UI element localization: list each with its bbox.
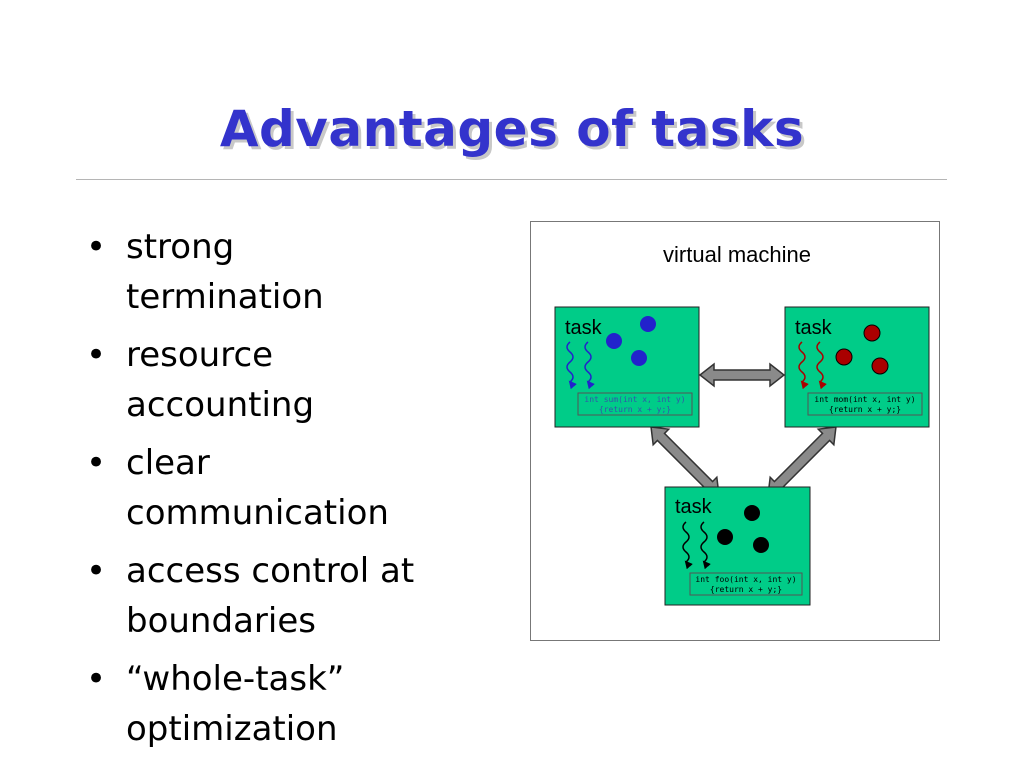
code-line: int sum(int x, int y) — [584, 395, 685, 404]
bullet-line: resource — [126, 335, 274, 375]
bullet-dot-icon: • — [86, 659, 107, 699]
bullet-line: “whole-task” — [126, 659, 345, 699]
code-line: int mom(int x, int y) — [814, 395, 915, 404]
data-dot — [863, 324, 881, 342]
bullet-line: clear — [126, 443, 210, 483]
thread-squiggle-icon — [700, 521, 711, 570]
data-dot — [835, 348, 853, 366]
bullet-line: access control at — [126, 551, 415, 591]
thread-squiggle-icon — [798, 341, 809, 390]
bullet-item: • access control at boundaries — [86, 546, 486, 646]
virtual-machine-label: virtual machine — [663, 242, 811, 267]
bullet-line: optimization — [126, 709, 338, 749]
thread-squiggle-icon — [682, 521, 693, 570]
task-label: task — [675, 496, 713, 518]
bullet-line: boundaries — [126, 601, 316, 641]
code-line: int foo(int x, int y) — [695, 575, 796, 584]
slide-title: Advantages of tasks — [219, 100, 805, 158]
data-dot — [871, 357, 889, 375]
code-box — [807, 392, 923, 416]
data-dot — [717, 529, 733, 545]
bullet-item: • “whole-task” optimization — [86, 654, 486, 754]
data-dot — [606, 333, 622, 349]
bullet-dot-icon: • — [86, 227, 107, 267]
task-label: task — [795, 317, 833, 339]
bullet-dot-icon: • — [86, 551, 107, 591]
thread-squiggle-icon — [566, 341, 577, 390]
double-arrow-icon — [698, 362, 786, 388]
bullet-dot-icon: • — [86, 443, 107, 483]
code-line: {return x + y;} — [710, 585, 782, 594]
title-divider — [76, 179, 947, 180]
thread-squiggle-icon — [584, 341, 595, 390]
code-box — [577, 392, 693, 416]
code-line: {return x + y;} — [829, 405, 901, 414]
bullet-line: communication — [126, 493, 389, 533]
bullet-line: accounting — [126, 385, 315, 425]
task-box-sum: task int sum(int x, int y) {return x + y… — [554, 306, 700, 428]
virtual-machine-diagram: virtual machine task int sum(int x, int … — [530, 221, 940, 641]
bullet-line: strong — [126, 227, 235, 267]
data-dot — [744, 505, 760, 521]
bullet-dot-icon: • — [86, 335, 107, 375]
data-dot — [640, 316, 656, 332]
code-box — [689, 572, 803, 596]
task-box-foo: task int foo(int x, int y) {return x + y… — [664, 486, 811, 606]
bullet-line: termination — [126, 277, 324, 317]
bullet-item: • resource accounting — [86, 330, 486, 430]
data-dot — [631, 350, 647, 366]
task-box-mom: task int mom(int x, int y) {return x + y… — [784, 306, 930, 428]
data-dot — [753, 537, 769, 553]
thread-squiggle-icon — [816, 341, 827, 390]
task-label: task — [565, 317, 603, 339]
bullet-item: • strong termination — [86, 222, 486, 322]
bullet-item: • clear communication — [86, 438, 486, 538]
bullet-list: • strong termination • resource accounti… — [86, 222, 486, 762]
code-line: {return x + y;} — [599, 405, 671, 414]
